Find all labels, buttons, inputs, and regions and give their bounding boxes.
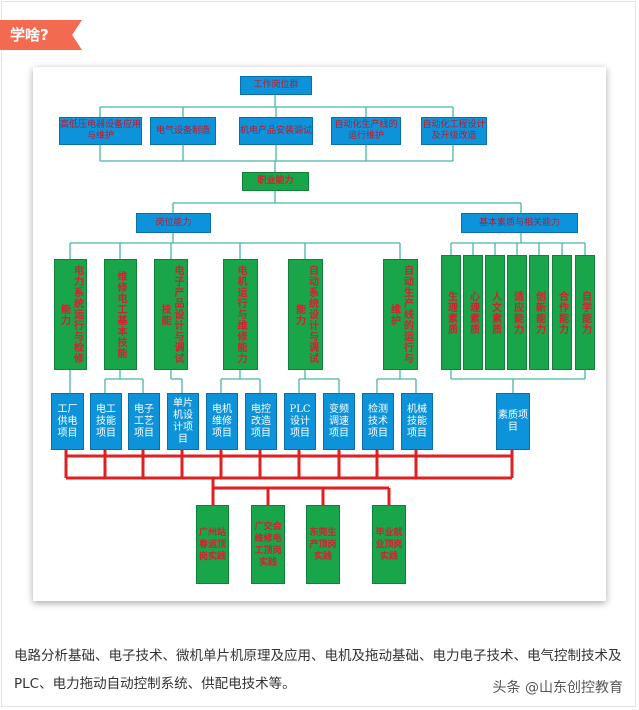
internship-box: 广交会维修电工顶岗实践: [251, 505, 285, 584]
quality-box: 生理素质: [441, 255, 461, 370]
internship-box: 东莞生产顶岗实践: [306, 505, 340, 584]
project-box: 电工技能项目: [90, 393, 122, 450]
position-box: 自动化生产线的运行维护: [331, 117, 401, 145]
project-box: 检测技术项目: [362, 393, 394, 450]
ability-box: 自动生产线的运行与维护: [383, 259, 418, 370]
project-box: 单片机设计项目: [167, 393, 199, 450]
quality-box: 自学能力: [575, 255, 595, 370]
hub-box: 职业能力: [242, 172, 309, 191]
position-box: 高低压电器设备应用与维护: [59, 117, 142, 145]
ability-box: 维修电工基本技能: [104, 259, 137, 370]
project-box: 工厂供电项目: [51, 393, 84, 450]
connector-lines: [64, 95, 586, 505]
branch-left-box: 岗位能力: [136, 213, 211, 233]
diagram-card: 工作岗位群 高低压电器设备应用与维护 电气设备制造 机电产品安装调试 自动化生产…: [33, 67, 606, 601]
quality-box: 适应能力: [507, 255, 527, 370]
branch-right-box: 基本素质与相关能力: [461, 213, 578, 233]
internship-box: 广州站春运顶岗实践: [196, 505, 229, 584]
project-box: 机械技能项目: [401, 393, 433, 450]
ability-box: 电机运行与维修能力: [223, 259, 258, 370]
project-box: 电子工艺项目: [128, 393, 160, 450]
position-box: 自动化工程设计及升级改造: [421, 117, 487, 145]
quality-box: 创新能力: [529, 255, 549, 370]
quality-box: 心理素质: [463, 255, 483, 370]
quality-box: 合作能力: [552, 255, 572, 370]
section-tag: 学啥?: [0, 20, 82, 50]
source-credit: 头条 @山东创控教育: [492, 680, 623, 696]
quality-project-box: 素质项目: [496, 393, 530, 450]
ability-box: 自动系统设计与调试能力: [288, 259, 323, 370]
internship-box: 毕业就业顶岗实践: [372, 505, 406, 584]
project-box: 变频调速项目: [323, 393, 355, 450]
project-box: PLC设计项目: [284, 393, 316, 450]
root-box: 工作岗位群: [240, 76, 312, 95]
quality-box: 人文素质: [485, 255, 505, 370]
caption-text: 电路分析基础、电子技术、微机单片机原理及应用、电机及拖动基础、电力电子技术、电气…: [14, 648, 622, 692]
ability-box: 电子产品设计与调试技能: [154, 259, 188, 370]
ability-box: 电力系统运行与检修能力: [54, 259, 87, 370]
project-box: 电控改造项目: [245, 393, 277, 450]
project-box: 电机维修项目: [206, 393, 238, 450]
position-box: 机电产品安装调试: [239, 117, 313, 145]
position-box: 电气设备制造: [150, 117, 216, 145]
